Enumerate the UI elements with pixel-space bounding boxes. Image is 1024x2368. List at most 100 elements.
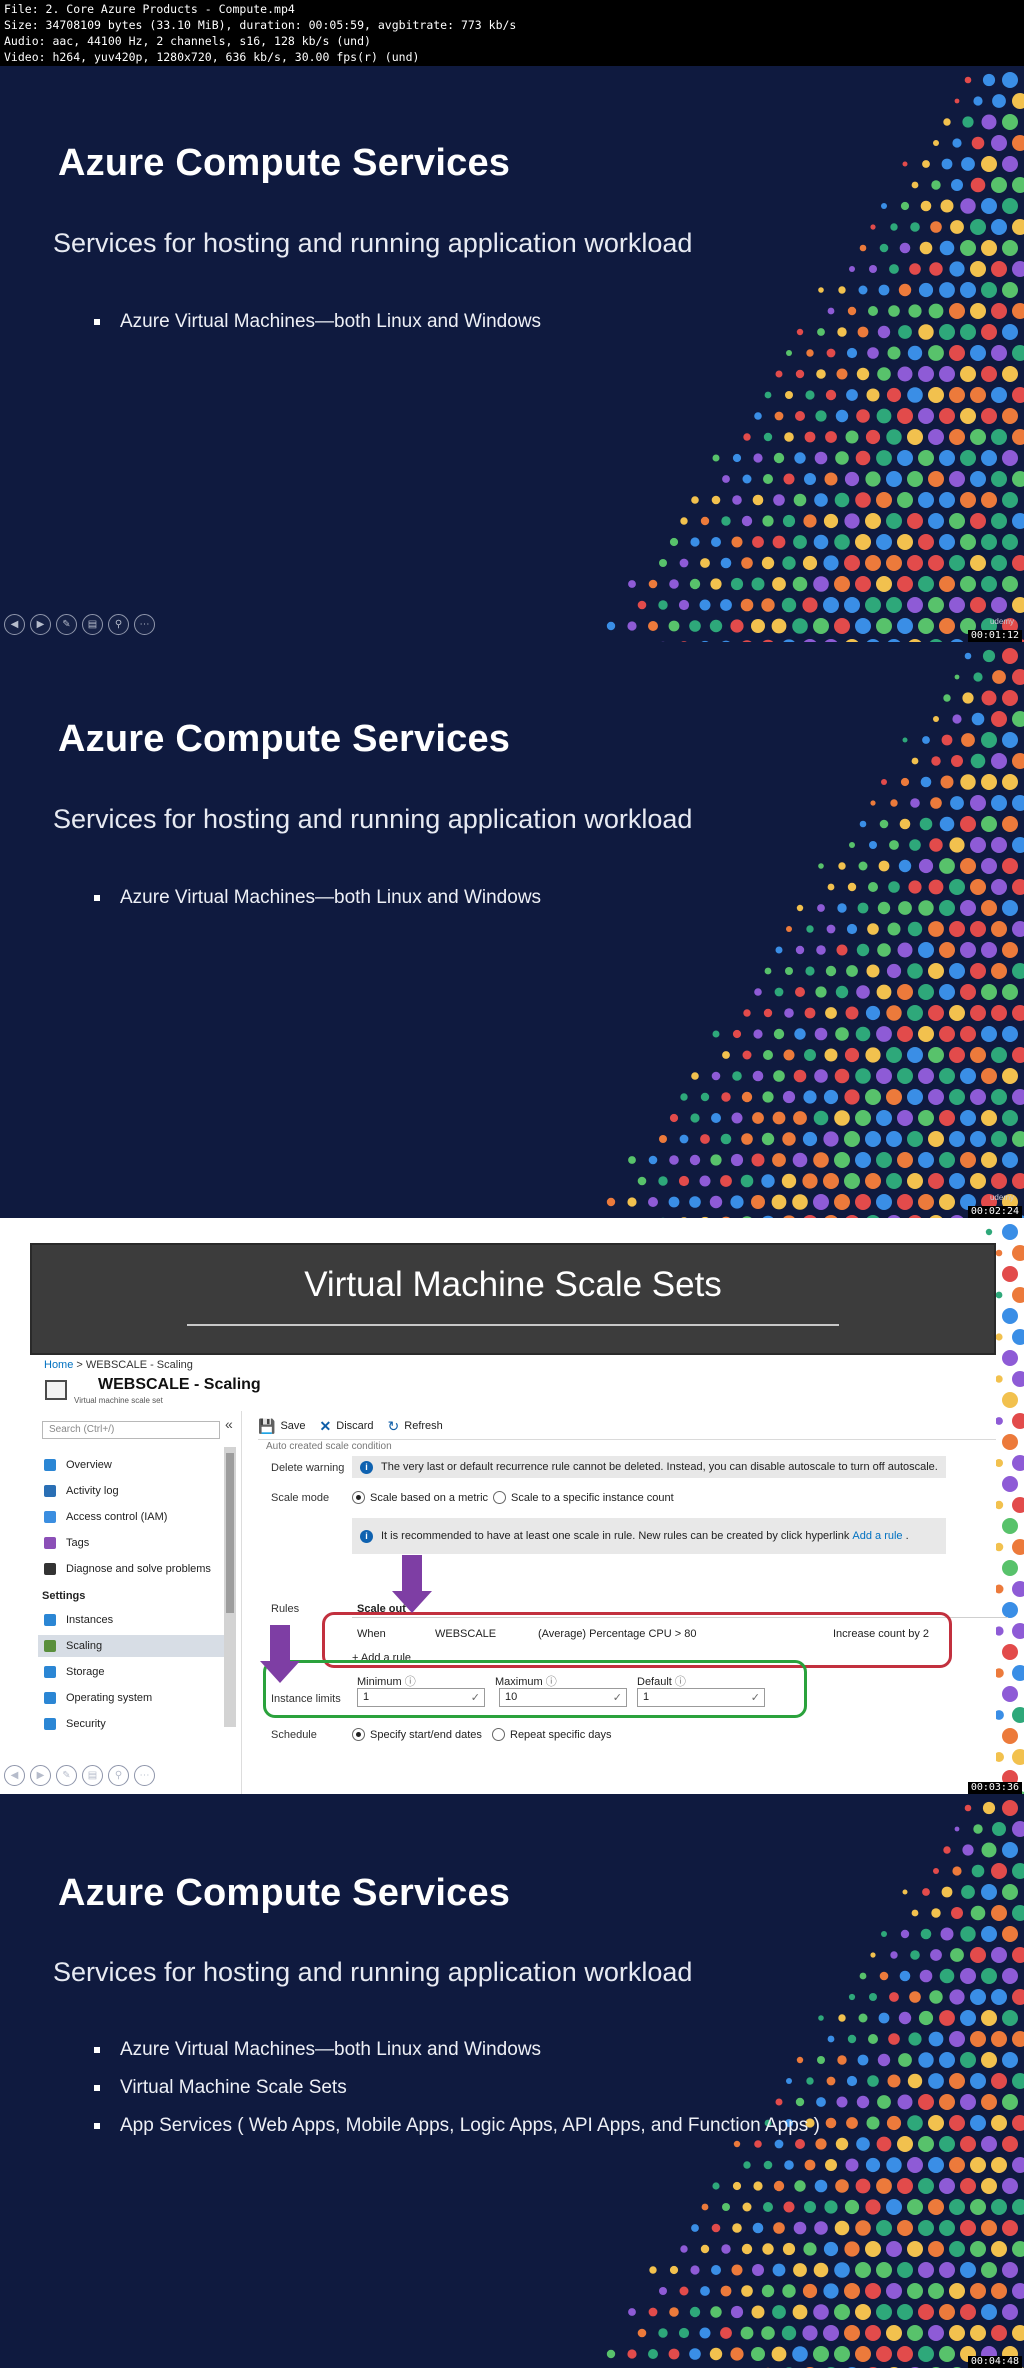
decorative-dot: [949, 345, 965, 361]
default-instances-input[interactable]: 1 ✓: [637, 1688, 765, 1707]
decorative-dot: [786, 2078, 792, 2084]
sidebar-scrollbar[interactable]: [224, 1447, 236, 1727]
previous-slide-icon[interactable]: ◀: [4, 614, 25, 635]
decorative-dot: [886, 1131, 902, 1147]
decorative-dot: [877, 901, 891, 915]
bullet-item: Azure Virtual Machines—both Linux and Wi…: [94, 887, 541, 925]
decorative-dot: [994, 1710, 1004, 1720]
decorative-dot: [844, 2241, 860, 2257]
sidebar-item-storage[interactable]: Storage: [38, 1661, 224, 1683]
decorative-dot: [835, 2179, 849, 2193]
sidebar-item-operating-system[interactable]: Operating system: [38, 1687, 224, 1709]
decorative-dot: [795, 2097, 805, 2107]
more-options-icon[interactable]: ⋯: [134, 1765, 155, 1786]
sidebar-item-overview[interactable]: Overview: [38, 1454, 224, 1476]
decorative-dot: [1012, 1329, 1024, 1345]
maximum-instances-input[interactable]: 10 ✓: [499, 1688, 627, 1707]
scale-to-instance-count-radio[interactable]: Scale to a specific instance count: [493, 1491, 674, 1504]
decorative-dot: [793, 1069, 807, 1083]
decorative-dot: [985, 1228, 993, 1236]
specify-dates-radio[interactable]: Specify start/end dates: [352, 1728, 482, 1741]
presentation-controls: ◀ ▶ ✎ ▤ ⚲ ⋯: [4, 614, 155, 635]
collapse-sidebar-icon[interactable]: «: [225, 1416, 233, 1432]
scale-based-on-metric-radio[interactable]: Scale based on a metric: [352, 1491, 488, 1504]
breadcrumb-home-link[interactable]: Home: [44, 1359, 74, 1371]
decorative-dot: [981, 408, 997, 424]
decorative-dot: [939, 1194, 955, 1210]
rules-table-divider: [352, 1617, 1008, 1618]
sidebar-search-input[interactable]: Search (Ctrl+/): [42, 1421, 220, 1439]
decorative-dot: [907, 555, 923, 571]
decorative-dot: [1002, 492, 1018, 508]
decorative-dot: [877, 2053, 891, 2067]
decorative-dot: [981, 942, 997, 958]
decorative-dot: [792, 1194, 808, 1210]
discard-button[interactable]: ✕ Discard: [320, 1418, 374, 1435]
decorative-dot: [907, 1005, 923, 1021]
decorative-dot: [964, 652, 972, 660]
add-a-rule-link[interactable]: Add a rule: [852, 1530, 903, 1542]
sidebar-item-instances[interactable]: Instances: [38, 1609, 224, 1631]
sidebar-item-diagnose[interactable]: Diagnose and solve problems: [38, 1558, 224, 1580]
minimum-instances-input[interactable]: 1 ✓: [357, 1688, 485, 1707]
decorative-dot: [870, 800, 876, 806]
decorative-dot: [971, 712, 985, 726]
decorative-dot: [952, 714, 962, 724]
tag-icon: [44, 1537, 56, 1549]
decorative-dot: [859, 820, 867, 828]
decorative-dot: [928, 513, 944, 529]
decorative-dot: [1012, 513, 1024, 529]
decorative-dot: [835, 1027, 849, 1041]
sidebar-item-scaling[interactable]: Scaling: [38, 1635, 224, 1657]
bullet-list: Azure Virtual Machines—both Linux and Wi…: [94, 2039, 820, 2153]
more-options-icon[interactable]: ⋯: [134, 614, 155, 635]
decorative-dot: [981, 492, 997, 508]
decorative-dot: [939, 1968, 955, 1984]
decorative-dot: [886, 2199, 902, 2215]
repeat-days-radio[interactable]: Repeat specific days: [492, 1728, 612, 1741]
decorative-dot: [876, 1110, 892, 1126]
zoom-icon[interactable]: ⚲: [108, 614, 129, 635]
sidebar-item-access-control[interactable]: Access control (IAM): [38, 1506, 224, 1528]
decorative-dot: [834, 2304, 850, 2320]
decorative-dot: [939, 2178, 955, 2194]
decorative-dot: [1012, 1863, 1024, 1879]
decorative-dot: [991, 2157, 1007, 2173]
decorative-dot: [781, 597, 797, 613]
video-info-line: Video: h264, yuv420p, 1280x720, 636 kb/s…: [4, 50, 420, 64]
see-all-slides-icon[interactable]: ▤: [82, 614, 103, 635]
decorative-dot-pattern: [606, 72, 1024, 642]
previous-slide-icon[interactable]: ◀: [4, 1765, 25, 1786]
decorative-dot: [795, 945, 805, 955]
decorative-dot: [970, 513, 986, 529]
decorative-dot: [907, 1173, 923, 1189]
refresh-button[interactable]: ↻ Refresh: [388, 1418, 443, 1435]
decorative-dot: [1012, 471, 1024, 487]
decorative-dot: [876, 408, 892, 424]
decorative-dot: [855, 450, 871, 466]
decorative-dot: [1002, 282, 1018, 298]
instances-icon: [44, 1614, 56, 1626]
next-slide-icon[interactable]: ▶: [30, 1765, 51, 1786]
next-slide-icon[interactable]: ▶: [30, 614, 51, 635]
rule-condition-link[interactable]: (Average) Percentage CPU > 80: [538, 1628, 697, 1640]
decorative-dot: [806, 2077, 814, 2085]
decorative-dot: [897, 534, 913, 550]
decorative-dot: [994, 1542, 1004, 1552]
decorative-dot: [981, 1068, 997, 1084]
pen-icon[interactable]: ✎: [56, 1765, 77, 1786]
see-all-slides-icon[interactable]: ▤: [82, 1765, 103, 1786]
pen-icon[interactable]: ✎: [56, 614, 77, 635]
decorative-dot: [970, 2031, 986, 2047]
decorative-dot: [813, 618, 829, 634]
decorative-dot: [992, 94, 1006, 108]
sidebar-item-tags[interactable]: Tags: [38, 1532, 224, 1554]
decorative-dot: [816, 945, 826, 955]
zoom-icon[interactable]: ⚲: [108, 1765, 129, 1786]
breadcrumb-separator: >: [76, 1359, 83, 1371]
decorative-dot: [960, 984, 976, 1000]
sidebar-item-security[interactable]: Security: [38, 1713, 224, 1735]
save-button[interactable]: 💾 Save: [258, 1418, 306, 1435]
sidebar-item-activity-log[interactable]: Activity log: [38, 1480, 224, 1502]
decorative-dot: [865, 429, 881, 445]
